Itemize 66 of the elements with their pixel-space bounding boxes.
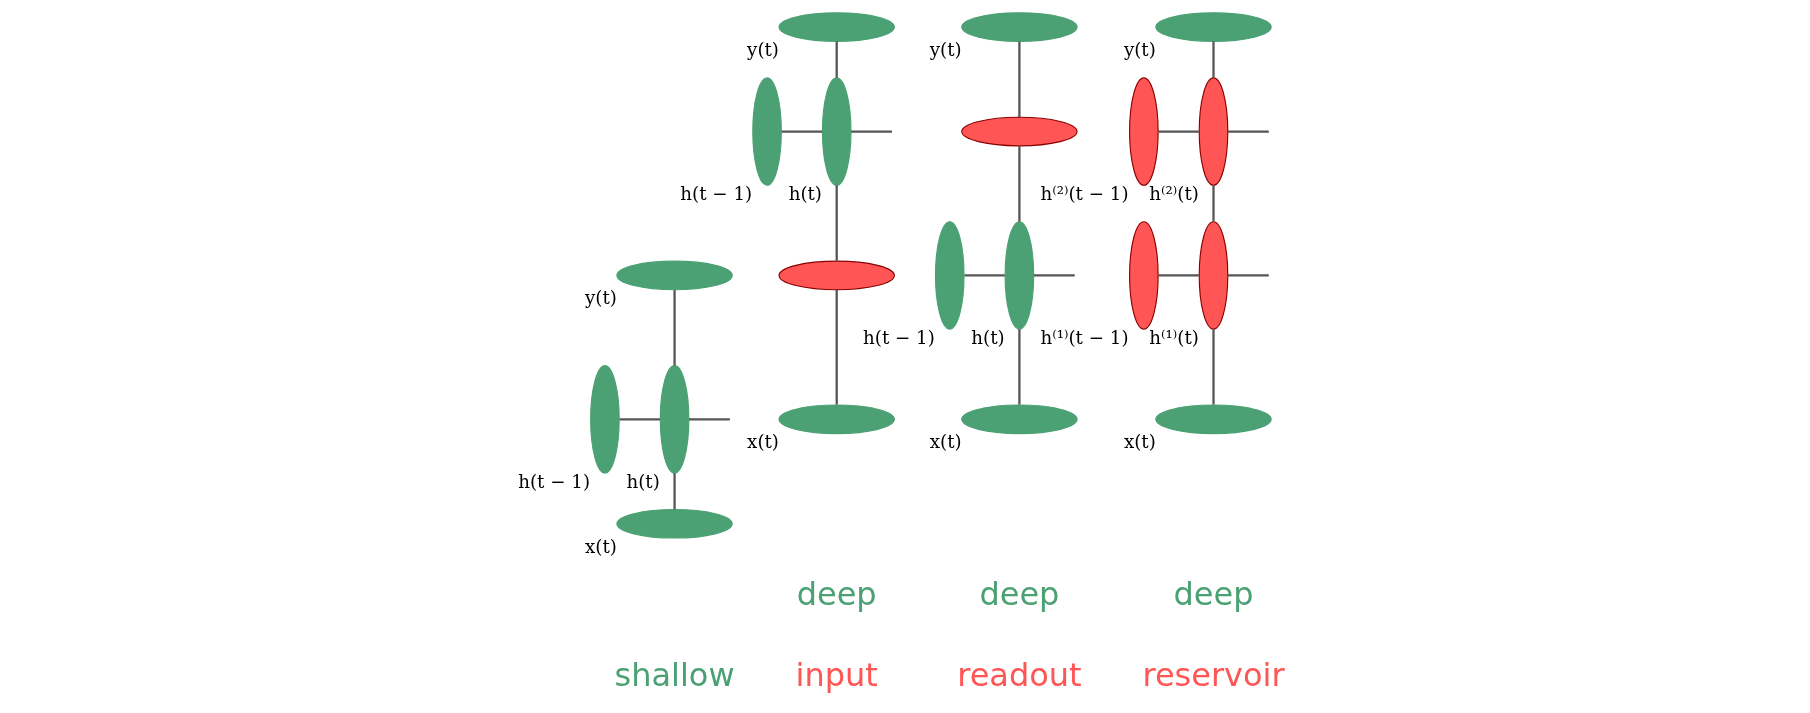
node-label: h(t) — [970, 326, 1005, 348]
connector — [1227, 130, 1269, 133]
connector — [1211, 185, 1215, 222]
node-ellipse — [1198, 221, 1228, 330]
connector — [1211, 41, 1215, 78]
node-ellipse — [821, 77, 852, 186]
node-ellipse — [615, 260, 733, 291]
node-label: y(t) — [929, 38, 962, 60]
node-ellipse — [1154, 12, 1272, 42]
node-label: x(t) — [746, 431, 779, 453]
node-label: h(t − 1) — [862, 326, 935, 348]
label: deep — [796, 574, 877, 613]
node-label: h⁽¹⁾(t) — [1148, 326, 1199, 348]
node-ellipse — [960, 116, 1078, 147]
connector — [1227, 274, 1269, 277]
node-ellipse — [1154, 404, 1272, 435]
connector — [963, 274, 1005, 277]
connector — [672, 473, 676, 510]
connector — [1158, 274, 1199, 277]
node-ellipse — [777, 12, 895, 42]
label: shallow — [614, 655, 735, 694]
connector — [1158, 130, 1199, 133]
node-label: x(t) — [584, 535, 617, 557]
label: deep — [978, 574, 1059, 613]
connector — [835, 41, 838, 78]
node-ellipse — [1128, 77, 1159, 186]
connector — [1033, 274, 1075, 277]
node-label: x(t) — [929, 431, 962, 453]
node-ellipse — [777, 260, 895, 291]
label: reservoir — [1141, 655, 1285, 694]
node-label: h(t) — [626, 470, 660, 492]
node-label: y(t) — [746, 38, 779, 60]
node-label: h(t) — [788, 182, 822, 204]
node-label: x(t) — [1123, 431, 1156, 453]
node-ellipse — [615, 508, 733, 539]
connector — [619, 418, 660, 421]
connector — [835, 289, 838, 405]
node-ellipse — [751, 77, 782, 186]
node-ellipse — [1004, 221, 1034, 330]
connector — [672, 289, 676, 366]
node-ellipse — [1198, 77, 1228, 186]
node-ellipse — [777, 404, 895, 435]
node-label: h⁽¹⁾(t − 1) — [1039, 326, 1129, 348]
node-ellipse — [960, 404, 1078, 435]
node-label: h(t − 1) — [517, 470, 590, 492]
node-ellipse — [659, 365, 689, 474]
label: readout — [956, 655, 1082, 694]
label: deep — [1173, 574, 1253, 613]
node-label: h⁽²⁾(t) — [1148, 182, 1199, 204]
node-ellipse — [960, 12, 1078, 42]
connector — [1211, 329, 1215, 405]
connector — [835, 185, 838, 261]
connector — [688, 418, 730, 421]
connector — [1017, 329, 1021, 405]
node-label: y(t) — [584, 287, 617, 309]
node-label: y(t) — [1123, 38, 1156, 60]
connector — [850, 130, 892, 133]
connector — [1017, 146, 1021, 222]
node-ellipse — [934, 221, 965, 330]
node-ellipse — [1128, 221, 1159, 330]
node-ellipse — [589, 365, 620, 474]
node-label: h⁽²⁾(t − 1) — [1039, 182, 1129, 204]
node-label: h(t − 1) — [679, 182, 752, 204]
label: input — [795, 655, 878, 694]
connector — [1017, 41, 1021, 118]
connector — [781, 130, 822, 133]
